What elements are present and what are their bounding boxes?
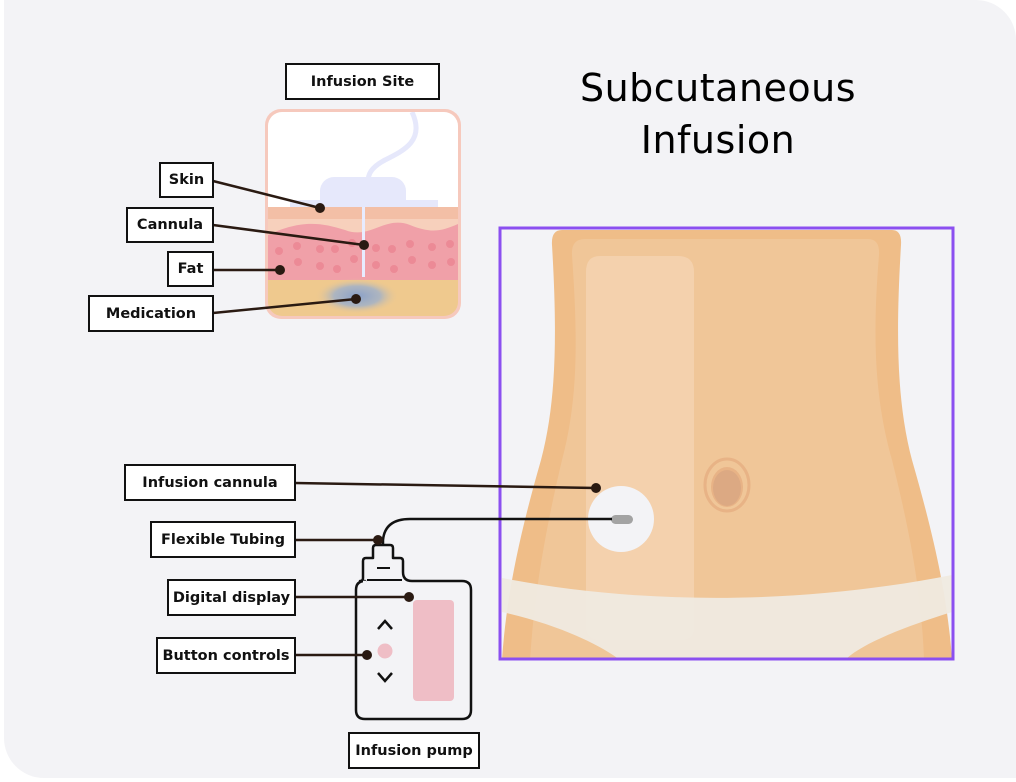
leader-dots [275,203,601,660]
fat-cells [275,239,455,273]
leader-skin [212,179,321,210]
down-arrow-button-icon[interactable] [377,672,393,683]
label-flexible-tubing: Flexible Tubing [150,521,296,558]
label-infusion-cannula: Infusion cannula [124,464,296,501]
diagram-title: Subcutaneous Infusion [540,62,896,166]
leader-cannula [212,223,365,247]
cannula-connector [611,515,633,524]
label-button-controls: Button controls [156,637,296,674]
label-medication: Medication [88,295,214,332]
title-line-1: Subcutaneous [579,66,857,110]
leader-infusion-cannula [294,481,597,490]
navel [713,470,741,506]
label-digital-display: Digital display [167,579,296,616]
label-skin: Skin [159,162,214,198]
label-infusion-site: Infusion Site [285,63,440,100]
torso-highlight [586,256,694,640]
digital-display-screen [413,600,454,701]
leader-lines [212,179,597,657]
select-button-icon[interactable] [377,643,393,659]
site-tube [365,112,419,183]
label-fat: Fat [167,251,214,287]
title-line-2: Infusion [640,118,796,162]
abdomen-illustration [498,226,955,661]
underwear [502,575,952,658]
infusion-site-illustration [265,109,461,319]
highlight-frame [498,226,955,661]
leader-medication [212,297,357,315]
label-infusion-pump: Infusion pump [348,732,480,769]
label-cannula: Cannula [126,207,214,243]
navel-ring [703,457,751,513]
up-arrow-button-icon[interactable] [377,619,393,630]
flexible-tubing-line [381,517,612,545]
